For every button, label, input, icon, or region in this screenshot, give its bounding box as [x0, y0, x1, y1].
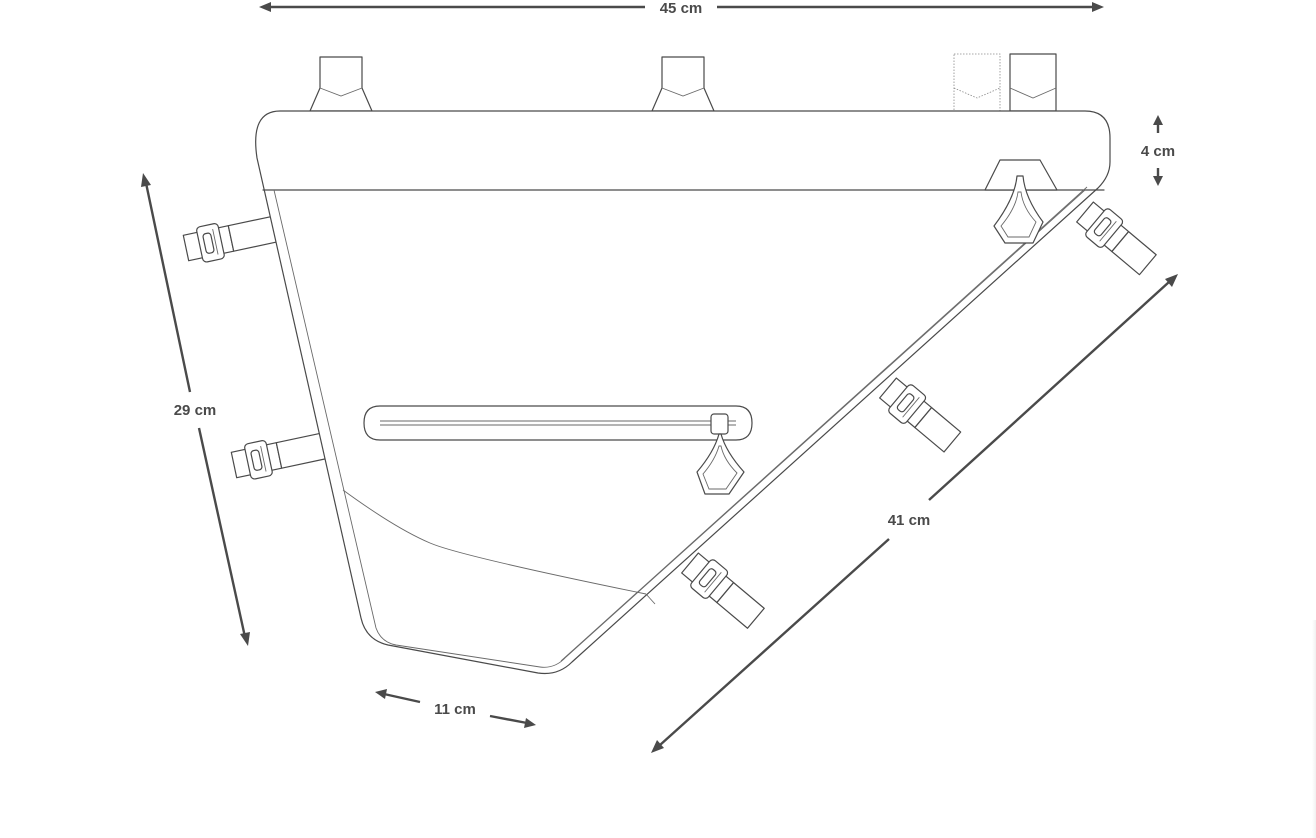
top-strap-right — [1009, 53, 1057, 112]
top-zipper-garage — [984, 159, 1058, 191]
dimension-width-top: 45 cm — [259, 0, 1104, 17]
diagonal-strap-top — [1072, 197, 1157, 276]
diagonal-strap-middle — [875, 373, 962, 453]
top-strap-middle — [651, 56, 715, 112]
left-strap-upper — [181, 215, 280, 267]
side-zipper-pocket — [363, 405, 753, 441]
diagonal-strap-bottom — [677, 548, 765, 629]
dimension-bottom: 11 cm — [375, 689, 536, 728]
top-strap-open — [953, 53, 1001, 112]
dimension-height-left-label: 29 cm — [174, 402, 217, 419]
dimension-height-left: 29 cm — [141, 173, 250, 646]
dimension-diagonal-label: 41 cm — [888, 512, 931, 529]
bag-outline — [255, 110, 1111, 675]
edge-shadow — [1312, 620, 1316, 838]
dimension-bottom-label: 11 cm — [434, 701, 476, 718]
dimension-depth-label: 4 cm — [1141, 143, 1175, 160]
zipper-pull-icon — [696, 433, 745, 495]
dimension-width-top-label: 45 cm — [660, 0, 703, 17]
top-zipper-pull-icon — [993, 175, 1044, 244]
left-strap-lower — [229, 431, 332, 484]
top-strap-left — [309, 56, 373, 112]
frame-bag — [181, 53, 1157, 675]
dimension-diagonal: 41 cm — [651, 274, 1178, 753]
dimension-depth: 4 cm — [1141, 115, 1175, 186]
